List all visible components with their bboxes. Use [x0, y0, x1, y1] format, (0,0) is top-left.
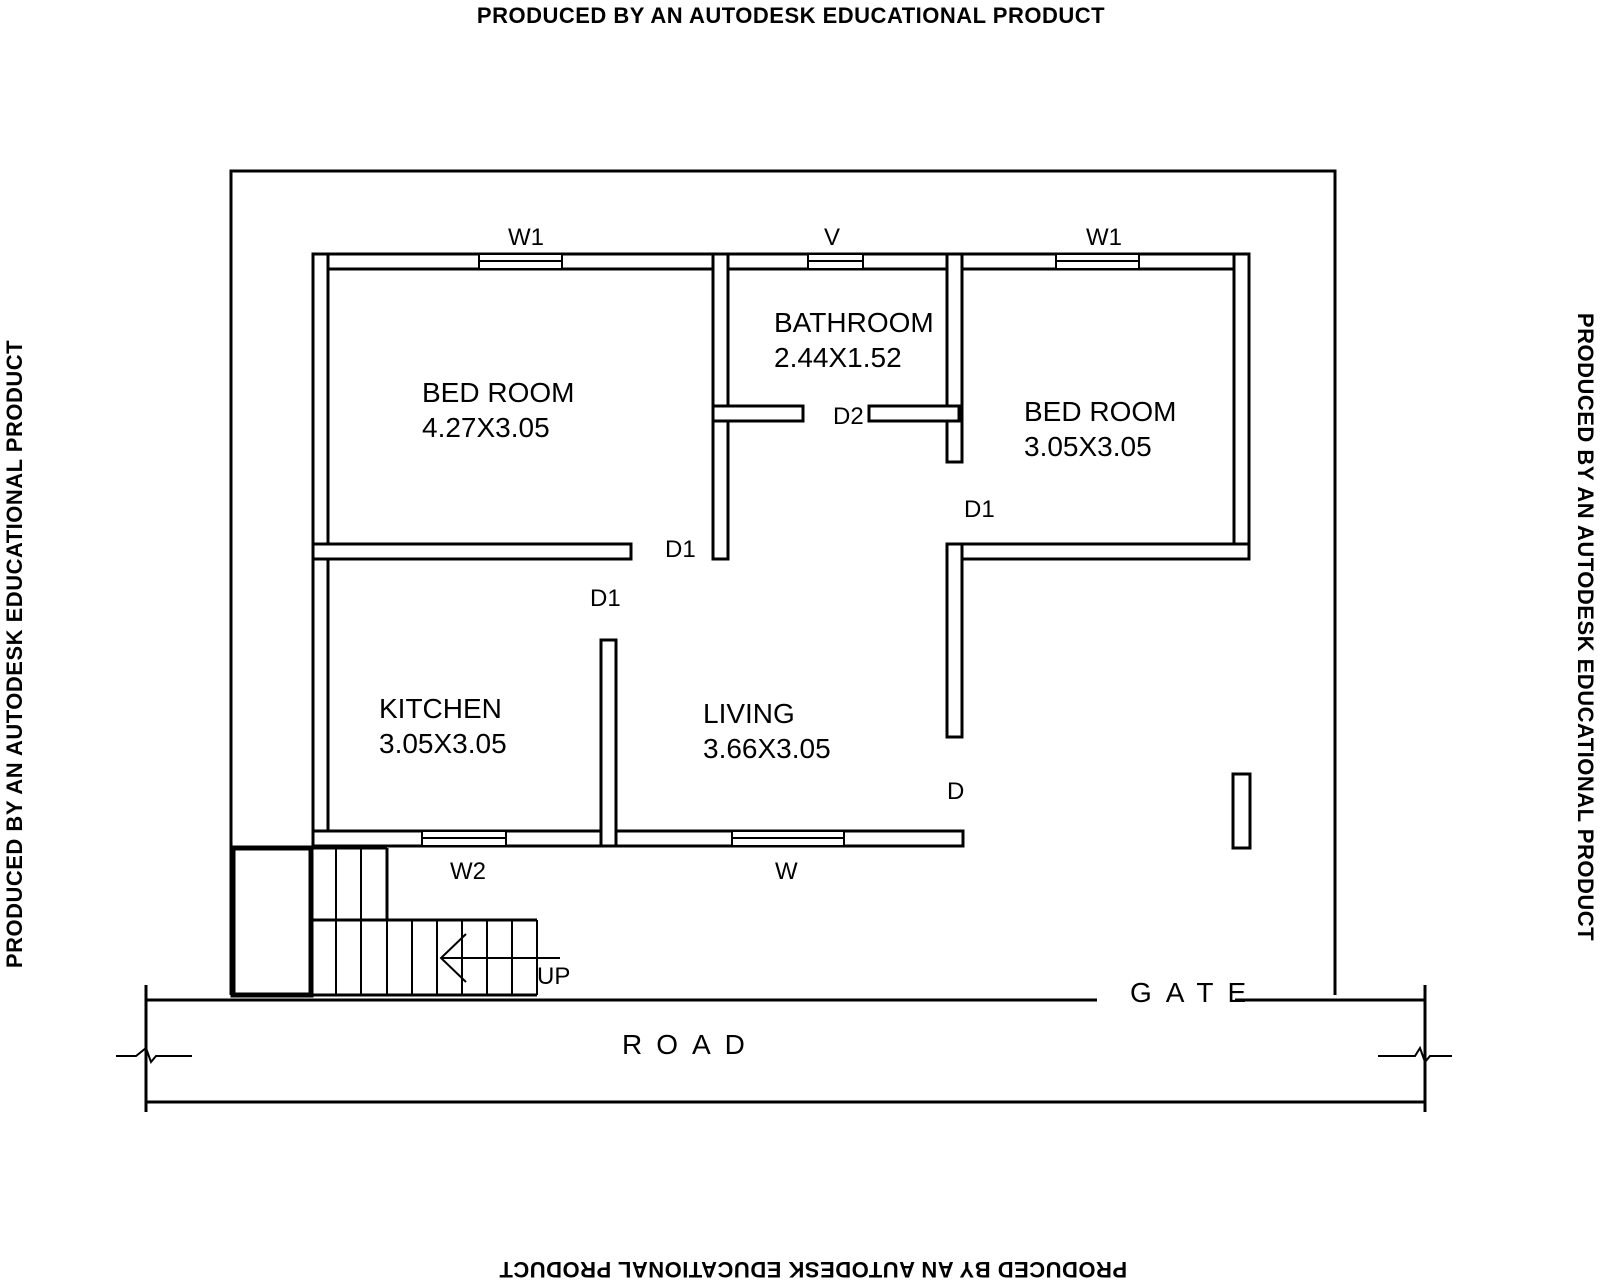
bed-room-2-name: BED ROOM: [1024, 396, 1176, 427]
door-d1-kitchen-label: D1: [590, 585, 621, 612]
bathroom-size: 2.44X1.52: [774, 342, 902, 373]
door-d2-label: D2: [833, 403, 864, 430]
living-name: LIVING: [703, 698, 795, 729]
openings-windows: [421, 253, 1140, 847]
road-label: ROAD: [622, 1029, 759, 1060]
stair-up-label: UP: [537, 963, 570, 990]
bed-room-2-size: 3.05X3.05: [1024, 431, 1152, 462]
bed-room-1-size: 4.27X3.05: [422, 412, 550, 443]
window-w1-right-label: W1: [1086, 224, 1122, 251]
bathroom-name: BATHROOM: [774, 307, 934, 338]
window-w2-label: W2: [450, 858, 486, 885]
window-w1-left-label: W1: [508, 224, 544, 251]
vent-v-label: V: [824, 224, 840, 251]
watermark-left: PRODUCED BY AN AUTODESK EDUCATIONAL PROD…: [2, 340, 27, 968]
kitchen-name: KITCHEN: [379, 693, 502, 724]
plot-boundary: [229, 169, 1337, 995]
road: [116, 985, 1452, 1112]
door-d1-bedroom1-label: D1: [665, 536, 696, 563]
interior-walls: [311, 252, 1251, 848]
watermark-right: PRODUCED BY AN AUTODESK EDUCATIONAL PROD…: [1573, 313, 1598, 941]
door-d1-bedroom2-label: D1: [964, 496, 995, 523]
gate-label: GATE: [1130, 977, 1260, 1008]
kitchen-size: 3.05X3.05: [379, 728, 507, 759]
watermark-bottom: PRODUCED BY AN AUTODESK EDUCATIONAL PROD…: [499, 1257, 1127, 1280]
watermark-top: PRODUCED BY AN AUTODESK EDUCATIONAL PROD…: [477, 3, 1105, 28]
bed-room-1-name: BED ROOM: [422, 377, 574, 408]
door-d-main-label: D: [947, 778, 964, 805]
window-w-label: W: [775, 858, 798, 885]
staircase: [230, 845, 560, 998]
living-size: 3.66X3.05: [703, 733, 831, 764]
